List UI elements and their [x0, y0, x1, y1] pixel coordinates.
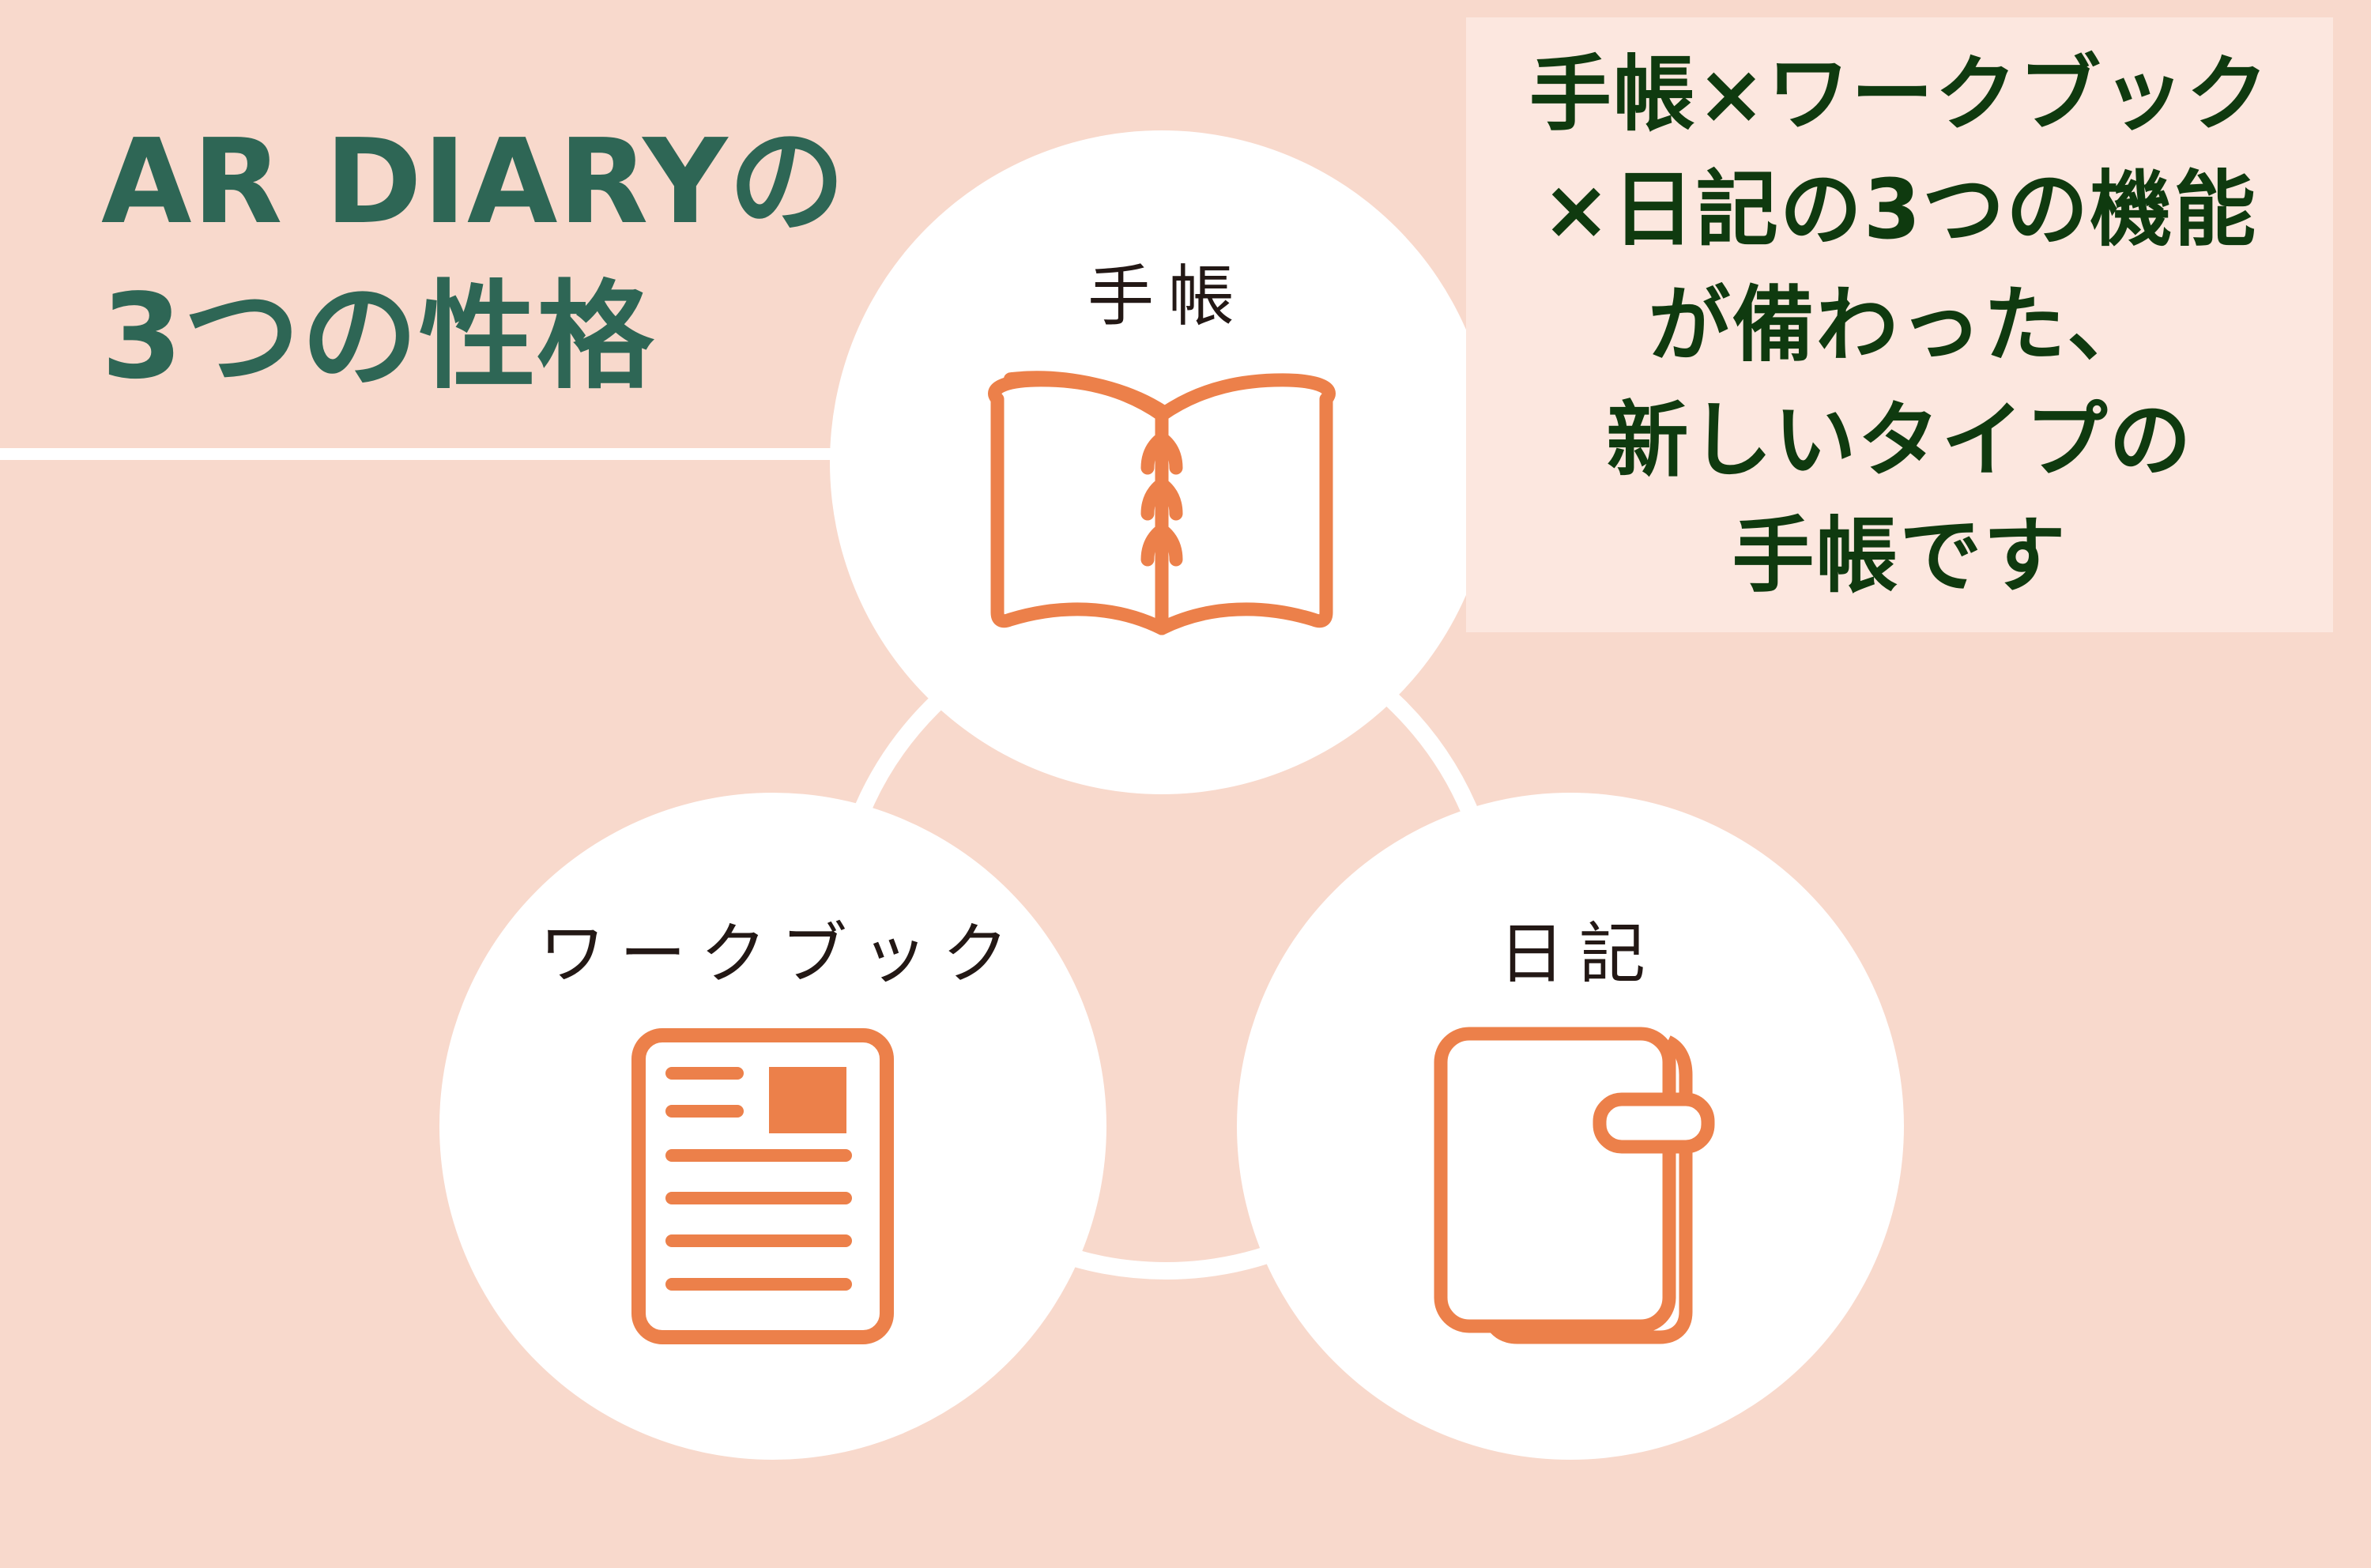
info-box: 手帳×ワークブック ×日記の3つの機能 が備わった、 新しいタイプの 手帳です: [1466, 17, 2333, 632]
page-title: AR DIARYの 3つの性格: [101, 104, 846, 414]
info-text: 手帳×ワークブック ×日記の3つの機能 が備わった、 新しいタイプの 手帳です: [1529, 46, 2271, 604]
label-diary: 日記: [1498, 915, 1660, 993]
label-techo: 手帳: [1087, 258, 1250, 335]
open-book-icon: [988, 371, 1336, 635]
document-icon: [631, 1028, 894, 1344]
title-divider: [0, 448, 838, 460]
label-workbook: ワークブック: [538, 915, 1023, 993]
diary-icon: [1434, 1027, 1715, 1344]
title-line-1: AR DIARYの: [101, 114, 846, 250]
title-line-2: 3つの性格: [101, 269, 654, 405]
